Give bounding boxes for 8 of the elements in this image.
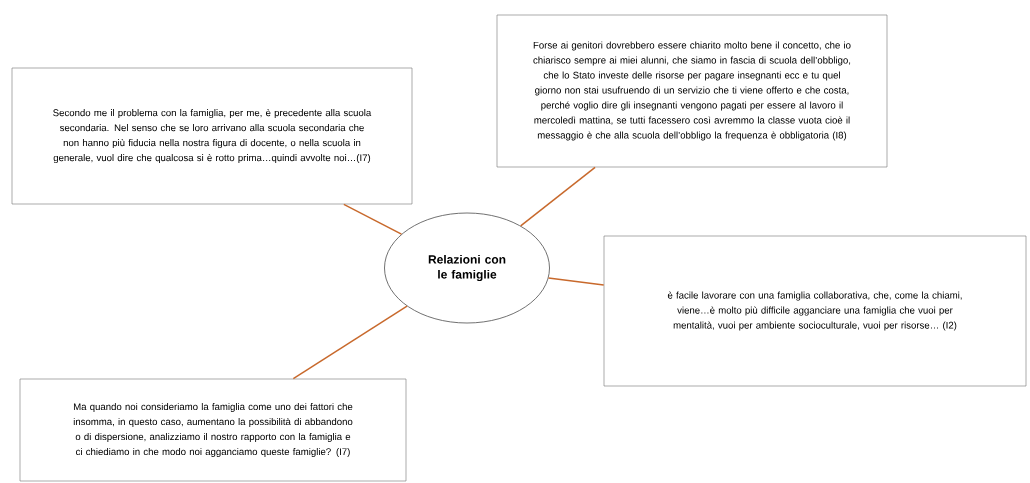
connector-line [292, 305, 408, 380]
connector-line [519, 166, 596, 227]
quote-box: Ma quando noi consideriamo la famiglia come uno dei fattori che insomma, in questo caso, aumentano la possibilità di abbandono o di dispersione, analizziamo il nostro rapporto con la famiglia e ci chiediamo in che modo noi agganciamo queste famiglie? (I7) [19, 378, 407, 482]
connector-line [343, 203, 403, 235]
quote-box: è facile lavorare con una famiglia collaborativa, che, come la chiami, viene…è molto più difficile agganciare una famiglia che vuoi per mentalità, vuoi per ambiente socioculturale, vuoi per risorse… (I2) [603, 235, 1027, 387]
quote-box: Secondo me il problema con la famiglia, per me, è precedente alla scuola secondaria. Nel senso che se loro arrivano alla scuola secondaria che non hanno più fiducia nella nostra figura di docente, o nella scuola in generale, vuol dire che qualcosa si è rotto prima…quindi avvolte noi…(I7) [11, 67, 413, 205]
quote-box: Forse ai genitori dovrebbero essere chiarito molto bene il concetto, che io chiarisco sempre ai miei alunni, che siamo in fascia di scuola dell’obbligo, che lo Stato investe delle risorse per pagare insegnanti ecc e tu quel giorno non stai usufruendo di un servizio che ti viene offerto e che costa, perché voglio dire gli insegnanti vengono pagati per essere al lavoro il mercoledì mattina, se tutti facessero così avremmo la classe vuota cioè il messaggio è che alla scuola dell’obbligo la frequenza è obbligatoria (I8) [496, 14, 888, 168]
connector-line [547, 277, 605, 286]
